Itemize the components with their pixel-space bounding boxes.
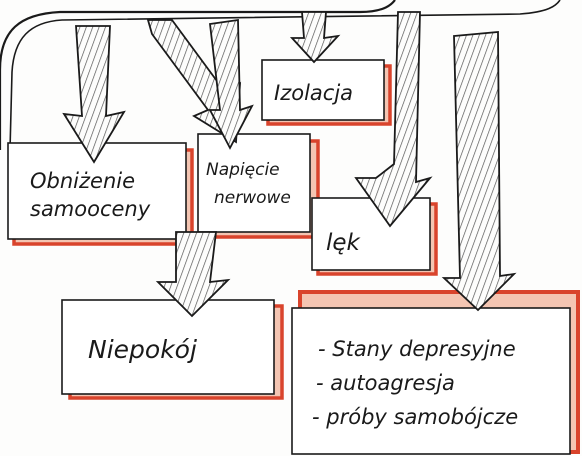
arrow-napiecie-shaft — [208, 18, 254, 150]
label-izolacja: Izolacja — [274, 81, 353, 105]
label-obnizenie-line1: Obniżenie — [30, 169, 135, 193]
top-bracket-line — [0, 0, 396, 150]
box-depresja: - Stany depresyjne - autoagresja - próby… — [291, 290, 580, 455]
arrow-to-izolacja — [289, 11, 341, 64]
label-niepokoj: Niepokój — [88, 335, 197, 364]
arrow-to-depresja — [441, 31, 517, 312]
label-depresja-line3: - próby samobójcze — [312, 405, 518, 429]
box-obnizenie-samooceny: Obniżenie samooceny — [7, 142, 194, 246]
box-izolacja: Izolacja — [261, 59, 392, 126]
label-napiecie-line1: Napięcie — [206, 160, 280, 180]
box-napiecie-nerwowe: Napięcie nerwowe — [197, 133, 320, 239]
arrow-to-lek — [354, 11, 433, 228]
label-obnizenie-line2: samooceny — [30, 197, 151, 221]
label-napiecie-line2: nerwowe — [214, 188, 291, 208]
arrow-to-niepokoj — [155, 231, 231, 318]
label-depresja-line1: - Stany depresyjne — [318, 337, 516, 361]
label-depresja-line2: - autoagresja — [316, 371, 455, 395]
arrow-to-obnizenie — [62, 25, 126, 164]
top-bracket-line-2 — [9, 0, 561, 151]
box-lek: lęk — [311, 197, 438, 276]
label-lek: lęk — [326, 230, 362, 256]
box-niepokoj: Niepokój — [61, 299, 284, 400]
